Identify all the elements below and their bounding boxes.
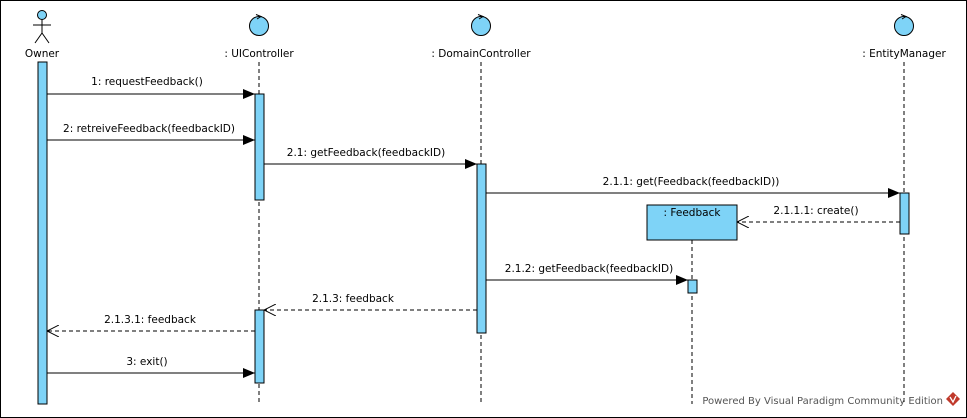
message-label: 3: exit() bbox=[126, 356, 167, 368]
object-feedback: : Feedback bbox=[646, 204, 738, 404]
actor-icon bbox=[33, 10, 51, 44]
message-label: 2.1.2: getFeedback(feedbackID) bbox=[505, 263, 673, 275]
activation-feedback bbox=[687, 279, 698, 294]
activation-ui-2 bbox=[254, 309, 265, 384]
watermark-text: Powered By Visual Paradigm Community Edi… bbox=[702, 396, 943, 407]
control-icon bbox=[471, 14, 491, 36]
message-2-1: 2.1: getFeedback(feedbackID) bbox=[264, 147, 477, 169]
message-2-1-3: 2.1.3: feedback bbox=[264, 293, 477, 310]
message-2: 2: retreiveFeedback(feedbackID) bbox=[47, 123, 255, 145]
message-label: 2: retreiveFeedback(feedbackID) bbox=[63, 123, 235, 135]
activation-ui-1 bbox=[254, 93, 265, 201]
message-2-1-3-1: 2.1.3.1: feedback bbox=[47, 314, 255, 331]
message-label: 2.1.3.1: feedback bbox=[104, 314, 197, 326]
participant-label: : EntityManager bbox=[862, 48, 946, 60]
participant-label: Owner bbox=[25, 48, 60, 60]
message-label: 2.1.1: get(Feedback(feedbackID)) bbox=[603, 176, 780, 188]
activation-domain bbox=[476, 163, 487, 334]
participant-label: : DomainController bbox=[431, 48, 531, 60]
object-box bbox=[646, 204, 738, 241]
watermark: Powered By Visual Paradigm Community Edi… bbox=[702, 392, 960, 407]
message-2-1-1: 2.1.1: get(Feedback(feedbackID)) bbox=[486, 176, 900, 198]
control-icon bbox=[894, 14, 914, 36]
visual-paradigm-logo-icon bbox=[946, 392, 960, 406]
object-label: : Feedback bbox=[664, 207, 722, 219]
activation-entity bbox=[899, 192, 910, 235]
control-icon bbox=[249, 14, 269, 36]
message-label: 2.1.1.1: create() bbox=[773, 205, 858, 217]
message-3: 3: exit() bbox=[47, 356, 255, 378]
message-label: 1: requestFeedback() bbox=[91, 76, 203, 88]
message-2-1-1-1: 2.1.1.1: create() bbox=[737, 205, 900, 222]
message-label: 2.1.3: feedback bbox=[312, 293, 395, 305]
message-2-1-2: 2.1.2: getFeedback(feedbackID) bbox=[486, 263, 688, 285]
activations bbox=[37, 61, 910, 405]
message-1: 1: requestFeedback() bbox=[47, 76, 255, 99]
message-label: 2.1: getFeedback(feedbackID) bbox=[287, 147, 445, 159]
activation-owner bbox=[37, 61, 48, 405]
participant-label: : UIController bbox=[224, 48, 294, 60]
